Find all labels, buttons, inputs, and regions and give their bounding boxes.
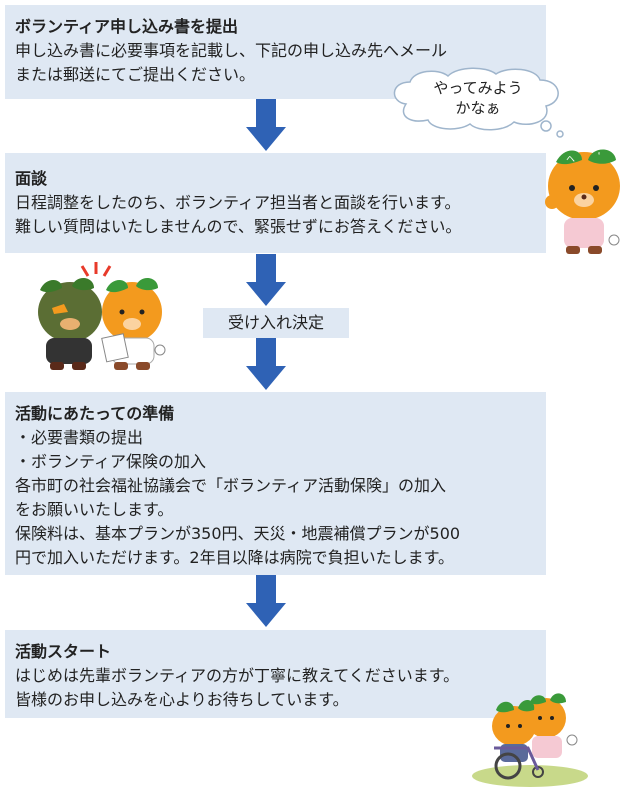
thought-bubble [393,67,564,138]
down-arrow-icon [246,254,286,308]
step-text-line: 各市町の社会福祉協議会で「ボランティア活動保険」の加入 [15,476,447,495]
step-text-line: ・必要書類の提出 [15,428,144,447]
step-text-line: 申し込み書に必要事項を記載し、下記の申し込み先へメール [15,41,448,60]
step-text-line: 日程調整をしたのち、ボランティア担当者と面談を行います。 [15,193,461,212]
step-preparation: 活動にあたっての準備 ・必要書類の提出 ・ボランティア保険の加入 各市町の社会福… [5,392,546,575]
bubble-line: かなぁ [455,99,501,117]
step-text-line: をお願いいたします。 [15,500,174,519]
down-arrow-icon [246,338,286,392]
step-title: 活動スタート [15,642,112,661]
decision-label: 受け入れ決定 [203,308,349,338]
step-text-line: または郵送にてご提出ください。 [15,65,256,84]
step-title: ボランティア申し込み書を提出 [15,17,239,36]
mascots-wheelchair [472,693,588,787]
step-submit-application: ボランティア申し込み書を提出 申し込み書に必要事項を記載し、下記の申し込み先へメ… [5,5,546,99]
down-arrow-icon [246,575,286,629]
step-title: 面談 [15,169,48,188]
step-text-line: 難しい質問はいたしませんので、緊張せずにお答えください。 [15,217,462,236]
down-arrow-icon [246,99,286,153]
step-text-line: はじめは先輩ボランティアの方が丁寧に教えてくださいます。 [15,666,460,685]
step-activity-start: 活動スタート はじめは先輩ボランティアの方が丁寧に教えてくださいます。 皆様のお… [5,630,546,718]
step-title: 活動にあたっての準備 [15,404,175,423]
step-text-line: 円で加入いただけます。2年目以降は病院で負担いたします。 [15,548,454,567]
mikyan-mascot-waving: ヘ ﾟ [545,149,620,254]
svg-text:ﾟ: ﾟ [598,152,603,163]
svg-text:ヘ: ヘ [566,155,575,165]
bubble-line: やってみよう [433,79,523,97]
thought-bubble-text: やってみよう かなぁ [410,78,546,118]
step-text-line: ・ボランティア保険の加入 [15,452,207,471]
step-interview: 面談 日程調整をしたのち、ボランティア担当者と面談を行います。 難しい質問はいた… [5,153,546,253]
mascots-shaking-hands [38,262,166,370]
step-text-line: 皆様のお申し込みを心よりお待ちしています。 [15,690,349,709]
step-text-line: 保険料は、基本プランが350円、天災・地震補償プランが500 [15,524,461,543]
